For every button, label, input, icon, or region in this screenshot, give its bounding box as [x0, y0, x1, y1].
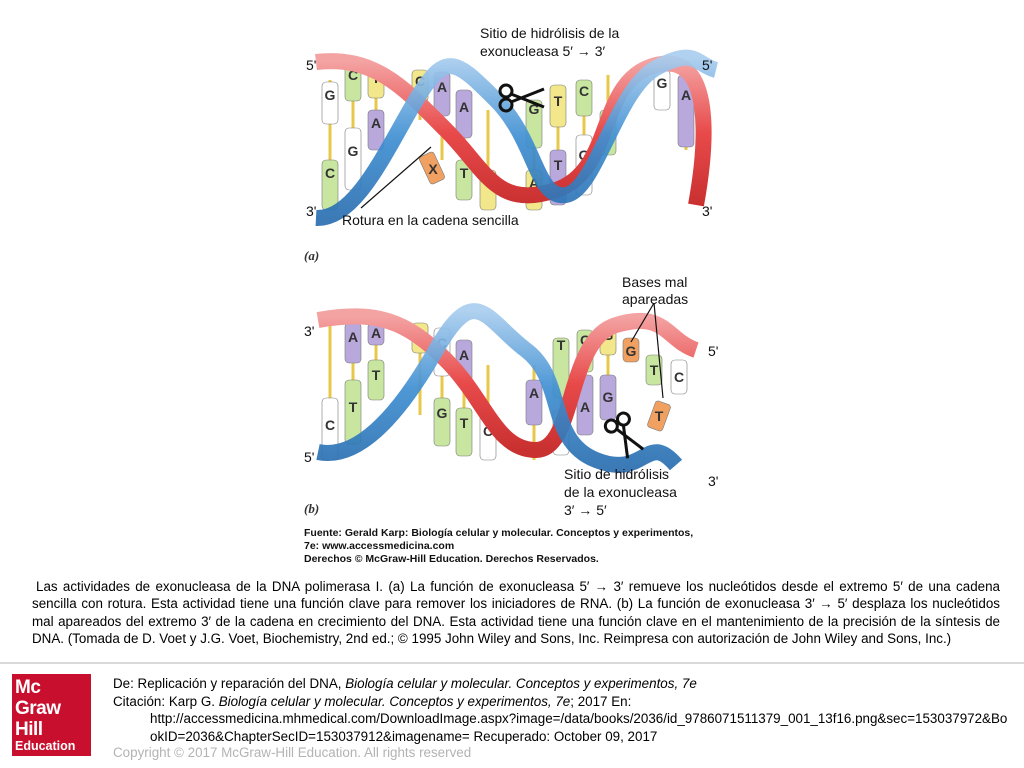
citation-line: Citación: Karp G. Biología celular y mol…: [113, 693, 1013, 711]
base-label: A: [459, 99, 469, 115]
base-label: A: [437, 79, 447, 95]
panel-b-label: (b): [304, 501, 319, 516]
dna-figure: G C T C A A G T C G A C G A X T C: [296, 20, 720, 565]
base-label: T: [655, 408, 664, 424]
citation-suffix: ; 2017 En:: [570, 693, 632, 709]
end-label: 3': [306, 203, 316, 219]
red-strand-b: [316, 308, 700, 459]
hydrolysis-site-label: Sitio de hidrólisis: [564, 466, 669, 482]
end-label: 3': [702, 203, 712, 219]
base-label: G: [603, 389, 614, 405]
figure-source-line: Derechos © McGraw-Hill Education. Derech…: [304, 553, 599, 565]
base-label: T: [372, 367, 381, 383]
hydrolysis-site-label: Sitio de hidrólisis de la: [480, 25, 620, 41]
blue-strand-a: [315, 49, 719, 226]
base-label: A: [580, 399, 590, 415]
logo-line: Hill: [15, 719, 43, 740]
mismatch-label: Bases mal: [622, 274, 687, 290]
citation-prefix: Citación: Karp G.: [113, 693, 219, 709]
base-label: G: [348, 143, 359, 159]
source-line: De: Replicación y reparación del DNA, Bi…: [113, 675, 1013, 693]
base-label: C: [674, 369, 684, 385]
base-label: G: [657, 75, 668, 91]
base-label: A: [681, 87, 691, 103]
scissors-icon: [603, 411, 645, 459]
end-label: 5': [708, 343, 718, 359]
scissors-icon: [498, 83, 545, 113]
dna-diagram: G C T C A A G T C G A C G A X T C: [304, 25, 719, 565]
panel-b: A A C C A T C G G T C C T T G T C: [304, 274, 718, 518]
figure-source-line: 7e: www.accessmedicina.com: [304, 540, 454, 552]
base-label: A: [371, 115, 381, 131]
end-label: 5': [304, 449, 314, 465]
base-label: G: [325, 87, 336, 103]
base-label: T: [349, 399, 358, 415]
base-label: A: [459, 347, 469, 363]
base-label: C: [325, 165, 335, 181]
citation-block: De: Replicación y reparación del DNA, Bi…: [113, 675, 1013, 745]
base-label: G: [626, 343, 637, 359]
base-label: T: [557, 337, 566, 353]
logo-line: Graw: [15, 698, 61, 719]
citation-url[interactable]: http://accessmedicina.mhmedical.com/Down…: [150, 711, 1008, 744]
end-label: 5': [702, 57, 712, 73]
base-label: A: [529, 175, 539, 191]
nick-label: Rotura en la cadena sencilla: [342, 212, 519, 228]
end-label: 3': [708, 473, 718, 489]
base-label: G: [437, 405, 448, 421]
base-label: T: [460, 415, 469, 431]
end-label: 3': [304, 323, 314, 339]
base-label: X: [428, 161, 438, 177]
base-label: T: [650, 362, 659, 378]
caption-text: Las actividades de exonucleasa de la DNA…: [32, 579, 1000, 647]
end-label: 5': [306, 57, 316, 73]
mismatch-label: apareadas: [622, 291, 688, 307]
blue-strand-b: [316, 303, 683, 473]
base-label: A: [371, 325, 381, 341]
mcgraw-hill-logo: Mc Graw Hill Education: [12, 674, 91, 756]
hydrolysis-site-label: de la exonucleasa: [564, 484, 677, 500]
hydrolysis-site-label: exonucleasa 5′ → 3′: [480, 43, 605, 59]
hydrolysis-site-label: 3′ → 5′: [564, 502, 607, 518]
base-label: C: [580, 332, 590, 348]
source-prefix: De: Replicación y reparación del DNA,: [113, 676, 346, 691]
base-label: A: [529, 385, 539, 401]
base-label: C: [579, 83, 589, 99]
base-label: C: [348, 67, 358, 83]
panel-a: G C T C A A G T C G A C G A X T C: [304, 25, 719, 263]
base-label: T: [554, 157, 563, 173]
figure-caption: Las actividades de exonucleasa de la DNA…: [32, 578, 1000, 648]
figure-source-line: Fuente: Gerald Karp: Biología celular y …: [304, 527, 693, 539]
book-title: Biología celular y molecular. Conceptos …: [218, 693, 571, 709]
divider: [0, 662, 1024, 664]
copyright-notice: Copyright © 2017 McGraw-Hill Education. …: [113, 745, 472, 760]
panel-a-label: (a): [304, 248, 319, 263]
book-title: Biología celular y molecular. Conceptos …: [345, 676, 697, 691]
base-label: A: [348, 329, 358, 345]
base-label: T: [460, 165, 469, 181]
base-label: C: [483, 423, 493, 439]
base-label: G: [579, 147, 590, 163]
base-label: C: [325, 417, 335, 433]
base-label: G: [529, 101, 540, 117]
logo-line: Education: [15, 739, 76, 753]
base-label: T: [554, 93, 563, 109]
logo-line: Mc: [15, 677, 41, 698]
